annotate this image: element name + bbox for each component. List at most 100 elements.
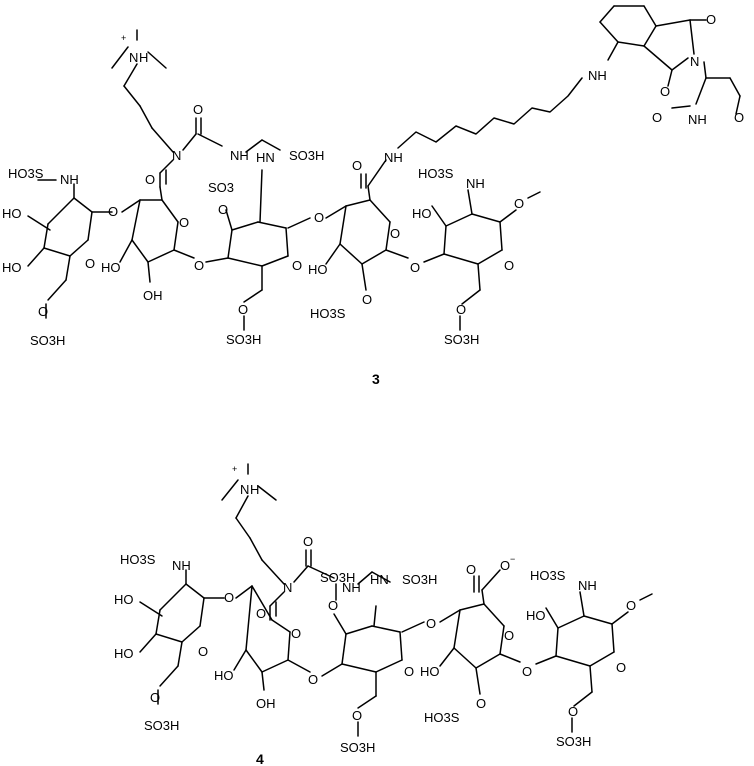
ring3-o-s: O xyxy=(218,202,228,217)
ring3-o6: O xyxy=(238,302,248,317)
urea-o: O xyxy=(193,102,203,117)
ring-4 xyxy=(325,159,409,291)
ring5-o-ring: O xyxy=(504,258,514,273)
ring-5-4 xyxy=(535,591,653,733)
ring1-o-link-4: O xyxy=(224,590,234,605)
ring3-so3h6-4: SO3H xyxy=(340,740,375,755)
ring5-so3h: SO3H xyxy=(444,332,479,347)
ring1-ho-3: HO xyxy=(2,206,22,221)
amide-o: O xyxy=(352,158,362,173)
ring2-oh-4: OH xyxy=(256,696,276,711)
ammonium-h-4: H xyxy=(250,482,259,497)
glutarimide-o-right: O xyxy=(734,110,744,125)
ring5-nh: NH xyxy=(466,176,485,191)
ring3-so3: SO3 xyxy=(208,180,234,195)
ring1-o-ring-4: O xyxy=(198,644,208,659)
ring3-o-link: O xyxy=(314,210,324,225)
ring2-ho-4: HO xyxy=(214,668,234,683)
ring-1-4 xyxy=(139,569,225,705)
ring4-ho3s: HO3S xyxy=(310,306,346,321)
ring2-o-ring-4: O xyxy=(291,626,301,641)
glutarimide-o-left: O xyxy=(652,110,662,125)
ring4-ho-4: HO xyxy=(420,664,440,679)
ring3-o-s-4: O xyxy=(328,598,338,613)
ring4-o-link: O xyxy=(410,260,420,275)
ring5-o-ring-4: O xyxy=(616,660,626,675)
ring-2 xyxy=(119,186,195,283)
ring3-so3h-o-4: SO3H xyxy=(320,570,355,585)
ring4-o2: O xyxy=(362,292,372,307)
ring1-o-link: O xyxy=(108,204,118,219)
ring-3 xyxy=(205,169,311,331)
ring2-ho: HO xyxy=(101,260,121,275)
urea-n: N xyxy=(172,148,181,163)
ring2-oh: OH xyxy=(143,288,163,303)
urea-nh: NH xyxy=(230,148,249,163)
ring5-o6-4: O xyxy=(568,704,578,719)
ring4-ho: HO xyxy=(308,262,328,277)
ring3-hn-4: HN xyxy=(370,572,389,587)
glutarimide-nh: NH xyxy=(688,112,707,127)
ring-2-4 xyxy=(233,585,311,691)
ring3-so3h-4: SO3H xyxy=(402,572,437,587)
phthalimide-o-bottom: O xyxy=(660,84,670,99)
ring4-ho3s-4: HO3S xyxy=(424,710,460,725)
ring2-o-link-4: O xyxy=(308,672,318,687)
linker-nh: NH xyxy=(588,68,607,83)
ring5-ome-4: O xyxy=(626,598,636,613)
ring2-o-link: O xyxy=(194,258,204,273)
ring5-ho: HO xyxy=(412,206,432,221)
carboxylate-o-minus: O xyxy=(500,558,510,573)
ring1-ho-4-4: HO xyxy=(114,646,134,661)
urea-group xyxy=(159,117,281,188)
ring3-hn: HN xyxy=(256,150,275,165)
ring-3-4 xyxy=(321,583,425,737)
ring5-o6: O xyxy=(456,302,466,317)
ring3-so3h: SO3H xyxy=(289,148,324,163)
ring2-o-ring: O xyxy=(179,215,189,230)
ring4-o-ring-4: O xyxy=(504,628,514,643)
ring1-ho3s: HO3S xyxy=(8,166,44,181)
ring1-so3h: SO3H xyxy=(30,333,65,348)
phthalimide-n: N xyxy=(690,54,699,69)
urea-nh-4: NH xyxy=(342,580,361,595)
compound-4: N H + O NH N O xyxy=(114,463,653,766)
ring1-o6-4: O xyxy=(150,690,160,705)
ring5-ome: O xyxy=(514,196,524,211)
ring2-carbonyl-o-4: O xyxy=(256,606,266,621)
ring1-so3h-4: SO3H xyxy=(144,718,179,733)
ring1-ho-3-4: HO xyxy=(114,592,134,607)
carboxylate-charge: − xyxy=(510,554,515,564)
ring5-ho3s-4: HO3S xyxy=(530,568,566,583)
compound-3-label: 3 xyxy=(372,371,380,387)
ring5-so3h-4: SO3H xyxy=(556,734,591,749)
ring5-ho3s: HO3S xyxy=(418,166,454,181)
ring1-ho3s-4: HO3S xyxy=(120,552,156,567)
trimethylammonium-group xyxy=(111,29,174,153)
alkyl-linker xyxy=(397,77,583,149)
urea-n-4: N xyxy=(283,580,292,595)
amide-nh: NH xyxy=(384,150,403,165)
ring3-o-ring: O xyxy=(292,258,302,273)
ring2-carbonyl-o: O xyxy=(145,172,155,187)
ammonium-n: N xyxy=(129,50,138,65)
ring-5 xyxy=(423,189,541,331)
ring4-o-link-4: O xyxy=(522,664,532,679)
ammonium-h: H xyxy=(139,50,148,65)
ring1-o6: O xyxy=(38,304,48,319)
compound-4-label: 4 xyxy=(256,751,264,766)
ring-1 xyxy=(27,179,113,319)
ring5-ho-4: HO xyxy=(526,608,546,623)
ammonium-n-4: N xyxy=(240,482,249,497)
trimethylammonium-group-4 xyxy=(221,463,285,585)
ring3-o-ring-4: O xyxy=(404,664,414,679)
ring3-o-link-4: O xyxy=(426,616,436,631)
ring3-so3h6: SO3H xyxy=(226,332,261,347)
compound-3: N H + O NH N O xyxy=(2,5,744,387)
ring4-o-ring: O xyxy=(390,226,400,241)
ring1-ho-4: HO xyxy=(2,260,22,275)
ring1-nh: NH xyxy=(60,172,79,187)
thalidomide-unit xyxy=(599,5,741,115)
urea-o-4: O xyxy=(303,534,313,549)
